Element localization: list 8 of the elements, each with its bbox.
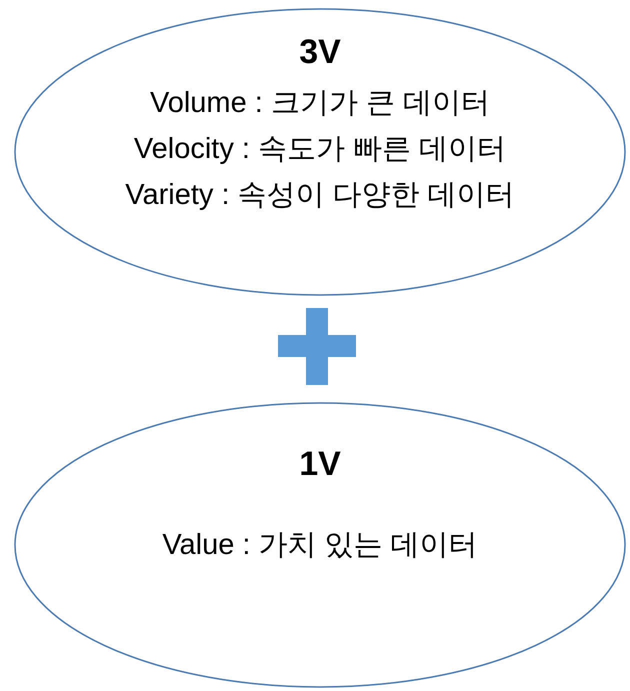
node-heading: 3V [299, 32, 341, 73]
node-text: Value : 가치 있는 데이터 [162, 528, 478, 563]
ellipse-node [14, 402, 626, 688]
node-text: Variety : 속성이 다양한 데이터 [125, 178, 515, 213]
node-text: Volume : 크기가 큰 데이터 [150, 86, 490, 121]
node-heading: 1V [299, 444, 341, 485]
node-text: Velocity : 속도가 빠른 데이터 [134, 132, 506, 167]
ellipse-node [14, 8, 626, 296]
